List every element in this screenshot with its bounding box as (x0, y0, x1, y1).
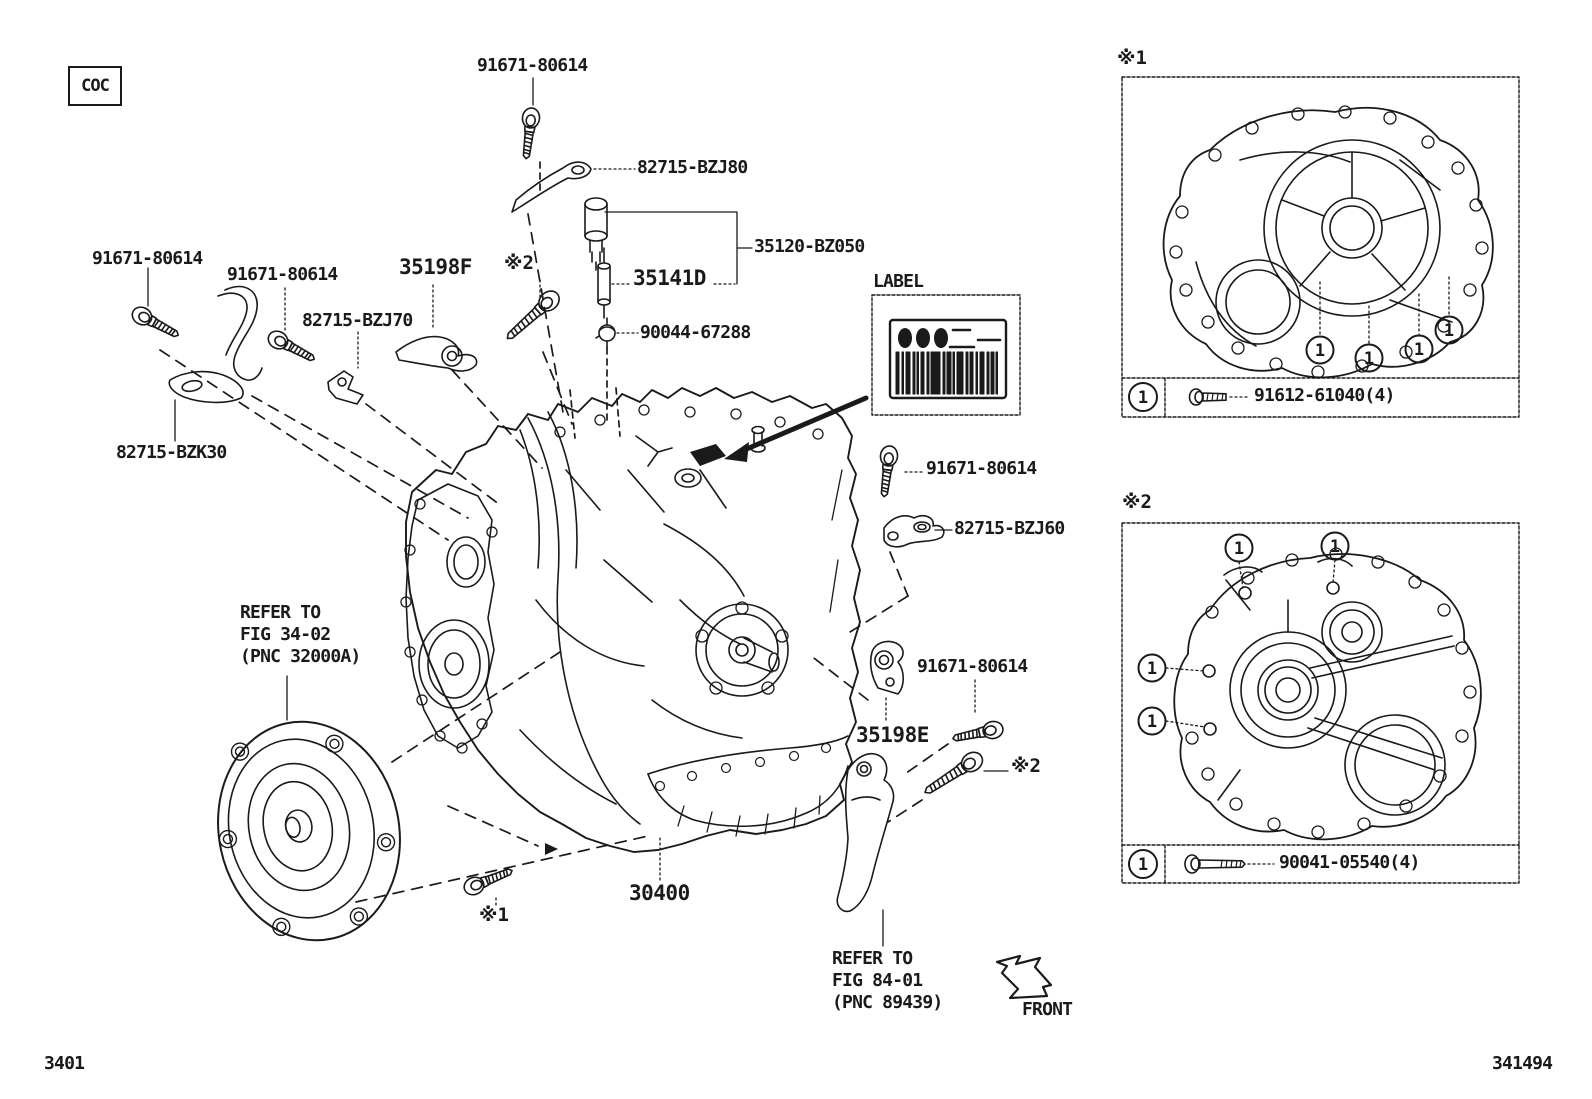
bolt-ref2-top-drawing (500, 286, 564, 346)
callout-1: 1 (1315, 341, 1325, 361)
inset2-fastener-part: 90041-05540(4) (1279, 852, 1420, 873)
refer-note-plate: REFER TO FIG 84-01 (PNC 89439) (832, 948, 943, 1014)
callout-1: 1 (1414, 340, 1424, 360)
ref-mark-2-bottom: ※2 (1011, 755, 1041, 777)
part-label-transaxle-30400: 30400 (629, 881, 690, 905)
part-label-bracket-bzk30: 82715-BZK30 (116, 442, 227, 463)
inset1-fastener-part: 91612-61040(4) (1254, 385, 1395, 406)
bracket-bzj80-drawing (511, 161, 592, 213)
bracket-bzj60-drawing (883, 515, 945, 548)
callout-1: 1 (1330, 537, 1340, 557)
assembly-dashed-lines (159, 161, 949, 903)
figure-code: 341494 (1492, 1053, 1553, 1074)
inset1-fastener-row (1128, 382, 1251, 412)
dash-arrowhead (545, 843, 558, 855)
clip-90044-drawing (595, 317, 616, 349)
label-box (871, 294, 1021, 416)
transaxle-assembly-drawing (400, 387, 861, 853)
part-label-bolt-left-upper: 91671-80614 (92, 248, 203, 269)
callout-1: 1 (1147, 659, 1157, 679)
bolt-right-mid-drawing (950, 718, 1006, 748)
callout-1: 1 (1147, 712, 1157, 732)
inset2-title: ※2 (1122, 491, 1152, 513)
coc-stamp: COC (68, 66, 122, 106)
refer-line: FIG 84-01 (832, 970, 923, 991)
page-code: 3401 (44, 1053, 85, 1074)
inset2-case-drawing (1137, 531, 1482, 841)
refer-note-converter: REFER TO FIG 34-02 (PNC 32000A) (240, 602, 361, 668)
stiffener-plate-89439-drawing (836, 753, 895, 913)
part-label-bracket-bzj70: 82715-BZJ70 (302, 310, 413, 331)
ref-mark-1-bottom: ※1 (479, 904, 509, 926)
callout-1: 1 (1138, 855, 1148, 875)
bolt-left-lower-drawing (264, 327, 319, 368)
refer-line: REFER TO (832, 948, 913, 969)
bracket-bzj70-drawing (327, 370, 364, 405)
refer-line: (PNC 32000A) (240, 646, 361, 667)
callout-1: 1 (1364, 349, 1374, 369)
callout-1: 1 (1138, 388, 1148, 408)
valve-35141d-drawing (597, 247, 611, 319)
inset2-fastener-row (1128, 849, 1275, 879)
part-label-valve-35141d: 35141D (633, 266, 706, 290)
part-label-bolt-right-mid: 91671-80614 (917, 656, 1028, 677)
inset2-box (1121, 522, 1520, 884)
part-label-bolt-left-lower: 91671-80614 (227, 264, 338, 285)
inset1-case-drawing (1162, 105, 1494, 379)
bracket-35198e-drawing (869, 640, 905, 695)
callout-1: 1 (1444, 321, 1454, 341)
inset1-title: ※1 (1117, 47, 1147, 69)
label-pointer-arrow (724, 395, 869, 462)
part-label-bolt-top: 91671-80614 (477, 55, 588, 76)
part-label-bracket-35198e: 35198E (856, 723, 929, 747)
refer-line: REFER TO (240, 602, 321, 623)
bolt-right-upper-drawing (874, 444, 900, 499)
front-label: FRONT (1022, 999, 1073, 1020)
callout-numbers: 1 1 1 1 1 1 1 1 1 1 (1138, 321, 1454, 875)
part-label-bolt-right-upper: 91671-80614 (926, 458, 1037, 479)
front-arrow-icon (995, 954, 1053, 1000)
label-box-title: LABEL (873, 271, 924, 292)
part-label-clip-90044: 90044-67288 (640, 322, 751, 343)
lever-35198f-drawing (395, 335, 478, 372)
part-label-bracket-bzj60: 82715-BZJ60 (954, 518, 1065, 539)
ref-mark-2-top: ※2 (504, 252, 534, 274)
part-label-lever-35198f: 35198F (399, 255, 472, 279)
refer-line: FIG 34-02 (240, 624, 331, 645)
callout-1: 1 (1234, 539, 1244, 559)
part-label-switch-35120: 35120-BZ050 (754, 236, 865, 257)
bolt-top-drawing (516, 106, 542, 161)
leader-lines (147, 77, 1009, 947)
bracket-bzk30-drawing (168, 285, 263, 404)
refer-line: (PNC 89439) (832, 992, 943, 1013)
bolt-left-upper-drawing (128, 303, 183, 344)
torque-converter-drawing (217, 720, 401, 942)
switch-35120-drawing (584, 197, 608, 271)
part-label-bracket-bzj80: 82715-BZJ80 (637, 157, 748, 178)
